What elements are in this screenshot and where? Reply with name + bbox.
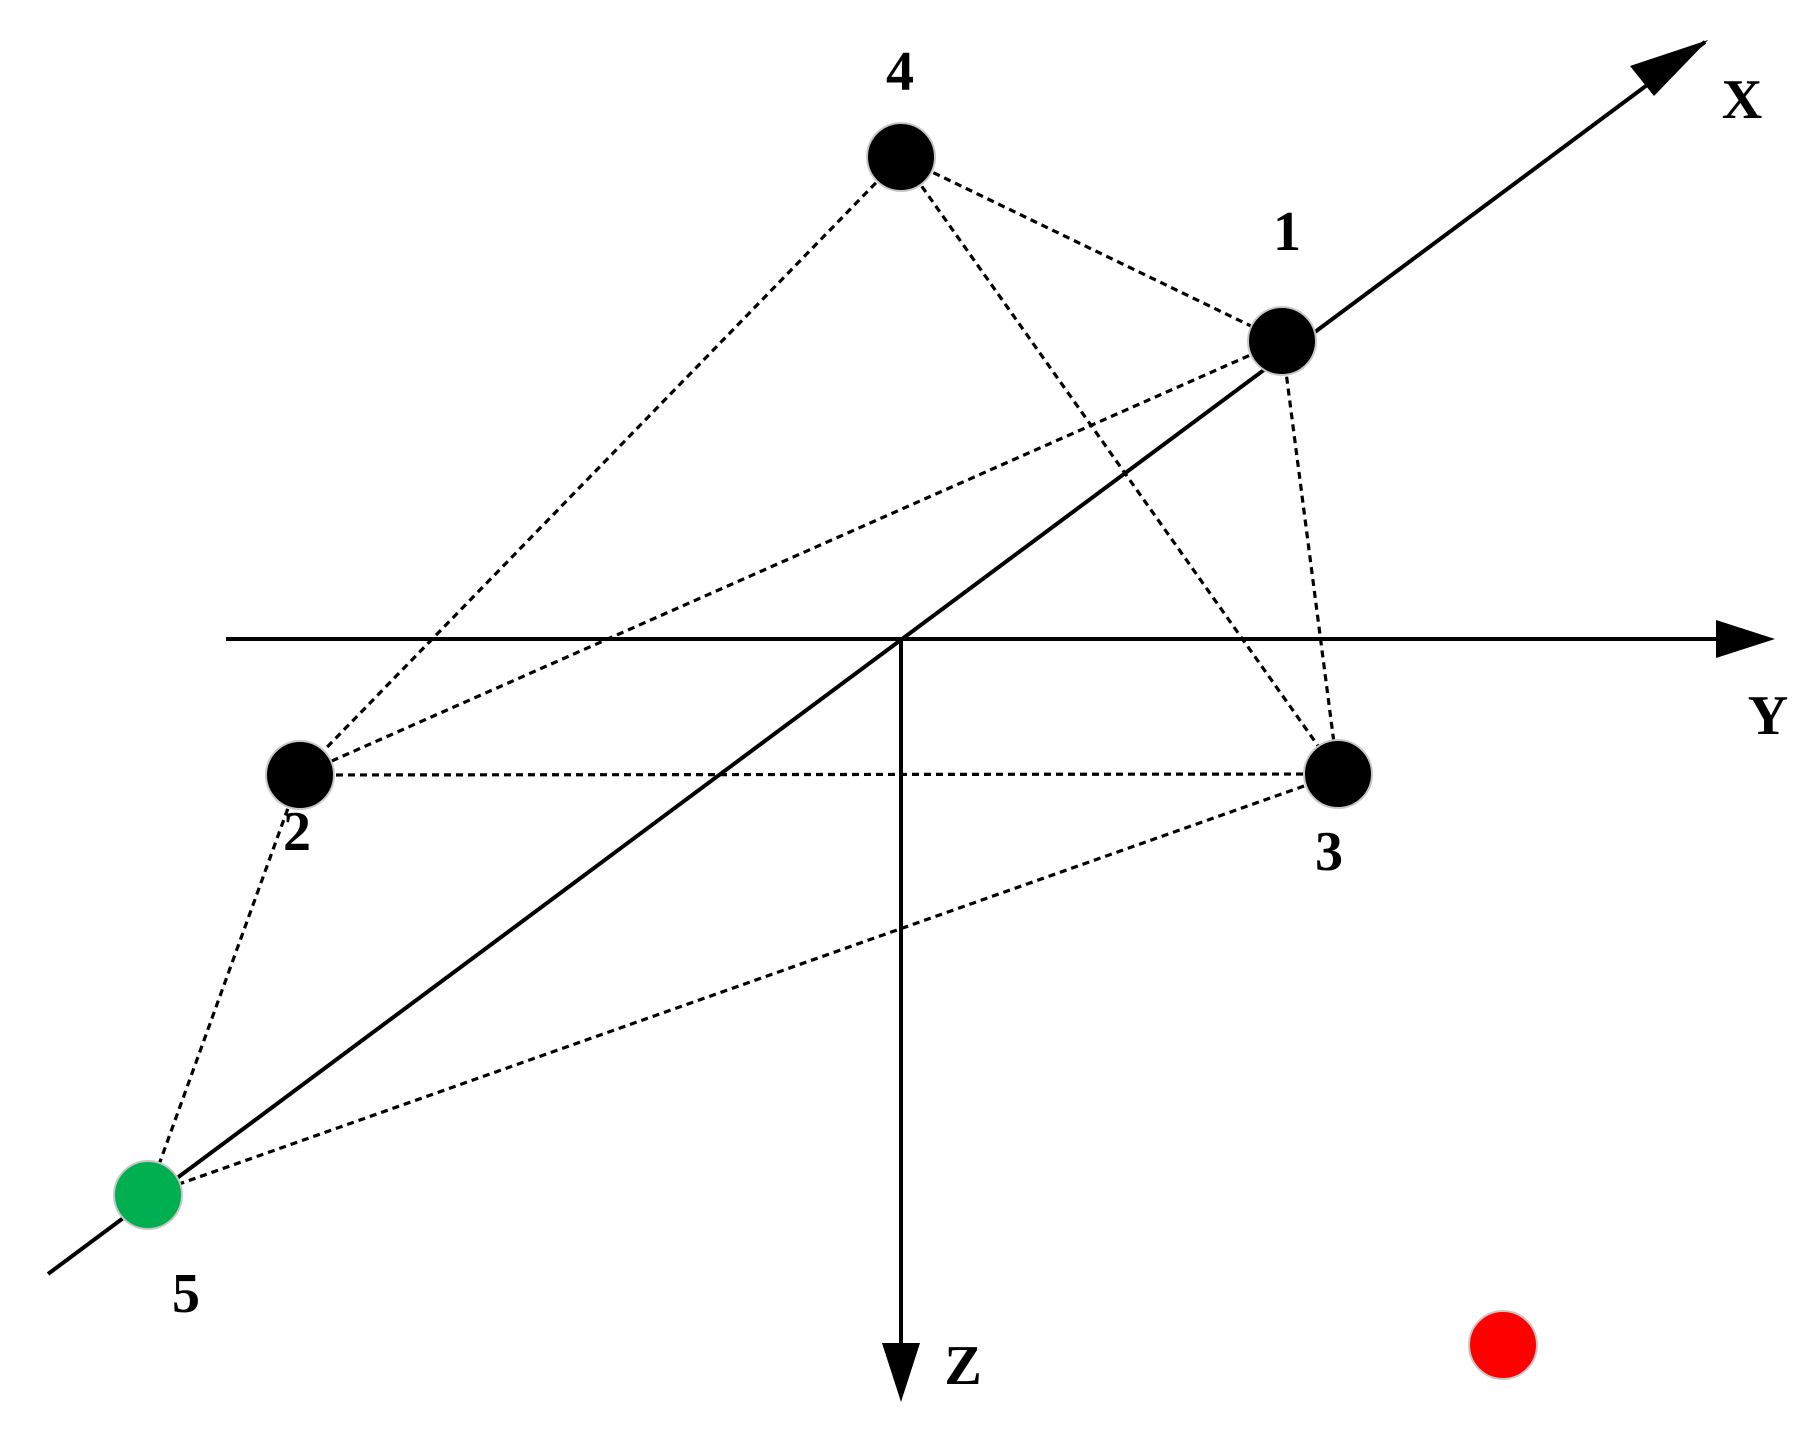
axis-label-y: Y — [1748, 685, 1788, 747]
node-2 — [265, 740, 335, 810]
x-axis — [46, 40, 1707, 1276]
node-4 — [866, 122, 936, 192]
node-5 — [113, 1160, 183, 1230]
node-3 — [1303, 739, 1373, 809]
x-axis-arrowhead-fill — [1630, 40, 1708, 96]
node-red — [1468, 1310, 1538, 1380]
edge-1-2 — [299, 339, 1283, 777]
node-label-1: 1 — [1273, 201, 1301, 263]
node-group — [113, 122, 1538, 1380]
axis-label-z: Z — [944, 1335, 981, 1397]
node-label-5: 5 — [172, 1263, 200, 1325]
edge-2-5 — [146, 774, 302, 1196]
node-label-4: 4 — [886, 41, 914, 103]
node-label-2: 2 — [283, 801, 311, 863]
edge-4-3 — [899, 156, 1340, 775]
y-axis-arrowhead — [1716, 620, 1775, 658]
axis-label-x: X — [1722, 69, 1762, 131]
edge-group — [146, 155, 1340, 1197]
edge-3-5 — [147, 772, 1339, 1197]
node-1 — [1247, 306, 1317, 376]
edge-1-3 — [1280, 340, 1340, 775]
edge-4-2 — [298, 155, 903, 777]
edge-2-3 — [299, 772, 1339, 777]
z-axis-arrowhead — [882, 1343, 920, 1402]
node-label-3: 3 — [1315, 821, 1343, 883]
edge-4-1 — [900, 155, 1283, 343]
